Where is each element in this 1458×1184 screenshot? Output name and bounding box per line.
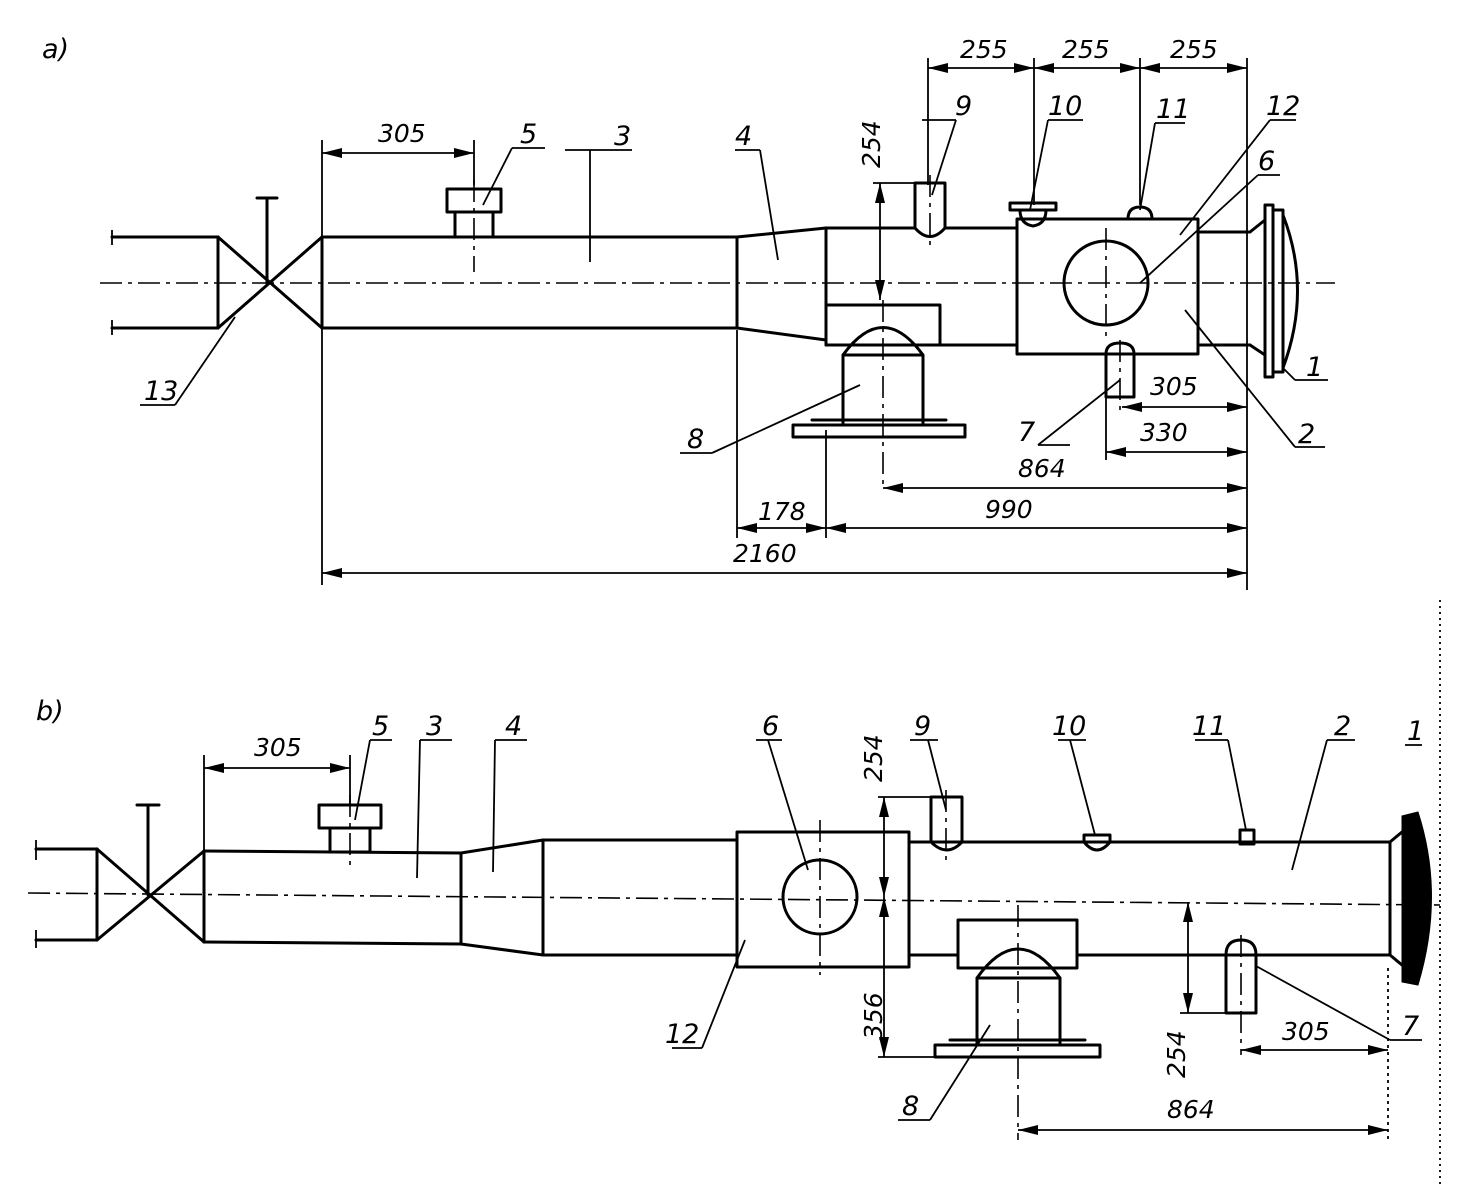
panel-b-label-11: 11 [1192,711,1226,742]
panel-b-tube-3 [202,849,463,946]
panel-b-label-7: 7 [1402,1011,1419,1042]
panel-a-dim-990: 990 [985,495,1033,524]
panel-b-inlet-pipe [34,840,99,948]
panel-a-label-12: 12 [1266,91,1300,122]
panel-b-label-8: 8 [902,1091,919,1122]
panel-a-label-4: 4 [735,121,752,152]
panel-b-dim-305-top: 305 [254,733,302,762]
panel-a-label-1: 1 [1306,352,1323,383]
panel-b-label-6: 6 [762,711,779,742]
panel-a-label-13: 13 [144,376,178,407]
panel-b-label-12: 12 [665,1019,699,1050]
panel-a-flange-8 [791,300,967,485]
panel-b-label-4: 4 [505,711,522,742]
panel-a-port-10 [1008,201,1058,228]
panel-a-label-6: 6 [1258,146,1275,177]
panel-b-label-2: 2 [1334,711,1351,742]
panel-a-label-5: 5 [520,119,537,150]
panel-b-dimensions: 305 254 356 254 305 864 [203,733,1389,1140]
panel-b-dim-254-top: 254 [859,734,888,782]
panel-a-window-1 [1248,203,1299,379]
panel-a-reducer-4 [735,226,828,342]
panel-a-valve [216,196,324,330]
panel-a-label-10: 10 [1048,91,1082,122]
panel-b-leaders [354,739,1422,1121]
panel-a-port-7 [1104,340,1136,410]
panel-b-tag: b) [36,696,64,727]
panel-a-label-2: 2 [1298,419,1315,450]
panel-a-leaders [140,119,1328,454]
panel-a-chamber [824,217,1252,356]
panel-b-label-10: 10 [1052,711,1086,742]
panel-a-dim-330: 330 [1140,418,1188,447]
panel-a-label-9: 9 [955,91,972,122]
panel-a-label-11: 11 [1156,94,1190,125]
panel-a-inlet-pipe [110,230,220,335]
panel-a-label-8: 8 [687,424,704,455]
panel-a-port-5 [445,180,503,272]
panel-b-port-5 [317,795,383,870]
panel-b-dim-254-bottom: 254 [1162,1030,1191,1078]
panel-a: a) [42,34,1335,590]
panel-a-dim-305-right: 305 [1150,372,1198,401]
panel-a-label-3: 3 [614,121,631,152]
panel-b-port-7 [1224,935,1258,1055]
panel-a-dim-305-top: 305 [378,119,426,148]
panel-a-part-labels: 1 2 3 4 5 6 7 8 9 10 11 12 13 [144,91,1323,455]
panel-b-label-3: 3 [426,711,443,742]
panel-a-dim-255-2: 255 [1062,35,1110,64]
panel-b-valve [95,803,206,944]
panel-a-tag: a) [42,34,69,65]
panel-b: b) [27,696,1441,1140]
panel-b-dim-864: 864 [1167,1095,1215,1124]
panel-b-part-labels: 1 2 3 4 5 6 7 8 9 10 11 12 [372,711,1424,1122]
panel-a-dim-255-3: 255 [1170,35,1218,64]
panel-b-port-9 [929,790,964,862]
panel-a-dim-864: 864 [1018,454,1066,483]
panel-a-label-7: 7 [1018,417,1035,448]
panel-a-dimensions: 255 255 255 305 254 305 330 864 178 [321,35,1248,590]
panel-a-dim-255-1: 255 [960,35,1008,64]
panel-b-reducer-4 [459,838,739,957]
panel-b-dim-356: 356 [859,992,888,1040]
panel-b-flange-8 [933,905,1102,1140]
panel-a-dim-2160: 2160 [733,539,797,568]
panel-b-label-1: 1 [1407,716,1424,747]
panel-a-port-9 [913,175,947,245]
panel-b-label-5: 5 [372,711,389,742]
panel-b-window-1 [1401,811,1432,986]
panel-a-dim-178: 178 [758,497,806,526]
panel-b-port-10 [1082,833,1112,852]
panel-b-label-9: 9 [914,711,931,742]
panel-b-tube-2 [907,830,1404,967]
panel-a-dim-254: 254 [857,120,886,168]
panel-b-centerline [27,892,1441,906]
panel-b-port-11 [1238,828,1256,846]
panel-b-dim-305-right: 305 [1282,1017,1330,1046]
panel-b-chamber-12 [735,820,911,975]
